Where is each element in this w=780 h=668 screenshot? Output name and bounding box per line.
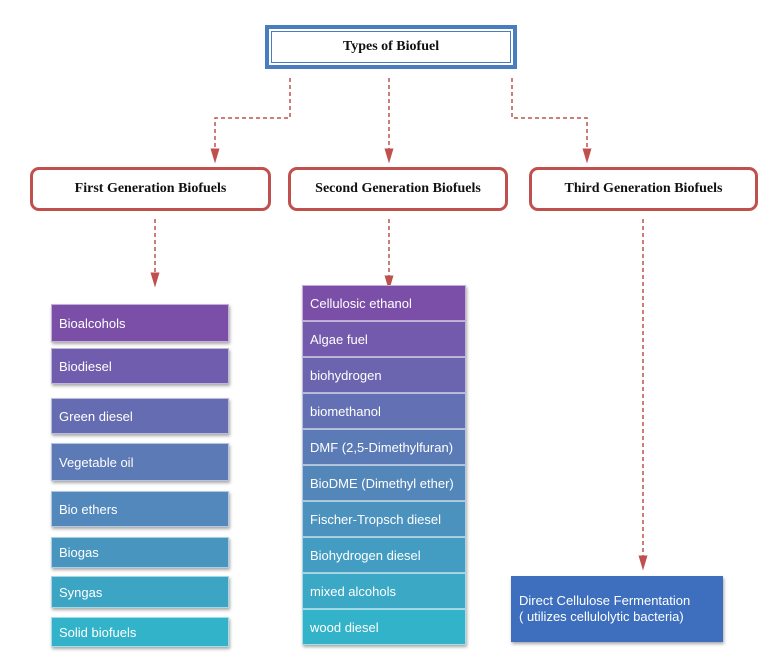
first-gen-item: Biodiesel (51, 348, 229, 384)
third-item-line2: ( utilizes cellulolytic bacteria) (519, 609, 684, 624)
second-gen-item: BioDME (Dimethyl ether) (302, 465, 466, 501)
first-gen-item: Solid biofuels (51, 617, 229, 647)
second-gen-item: Algae fuel (302, 321, 466, 357)
second-gen-item: mixed alcohols (302, 573, 466, 609)
connector-third (511, 78, 592, 164)
second-gen-item: DMF (2,5-Dimethylfuran) (302, 429, 466, 465)
second-gen-item: wood diesel (302, 609, 466, 645)
root-title-box: Types of Biofuel (265, 25, 517, 69)
second-gen-item: Fischer-Tropsch diesel (302, 501, 466, 537)
first-gen-item: Vegetable oil (51, 443, 229, 481)
second-gen-item: biomethanol (302, 393, 466, 429)
root-title: Types of Biofuel (342, 39, 440, 54)
first-gen-item: Syngas (51, 576, 229, 608)
first-gen-item: Biogas (51, 537, 229, 568)
first-gen-item: Green diesel (51, 398, 229, 434)
first-generation-box: First Generation Biofuels (30, 167, 271, 211)
second-gen-item: Biohydrogen diesel (302, 537, 466, 573)
second-gen-item: Cellulosic ethanol (302, 285, 466, 321)
second-generation-box: Second Generation Biofuels (288, 167, 508, 211)
third-item-line1: Direct Cellulose Fermentation (519, 593, 691, 608)
first-gen-item: Bioalcohols (51, 304, 229, 342)
first-gen-item: Bio ethers (51, 491, 229, 527)
third-generation-item: Direct Cellulose Fermentation ( utilizes… (511, 576, 723, 642)
second-gen-item: biohydrogen (302, 357, 466, 393)
connector-first (210, 78, 291, 164)
third-generation-box: Third Generation Biofuels (529, 167, 758, 211)
